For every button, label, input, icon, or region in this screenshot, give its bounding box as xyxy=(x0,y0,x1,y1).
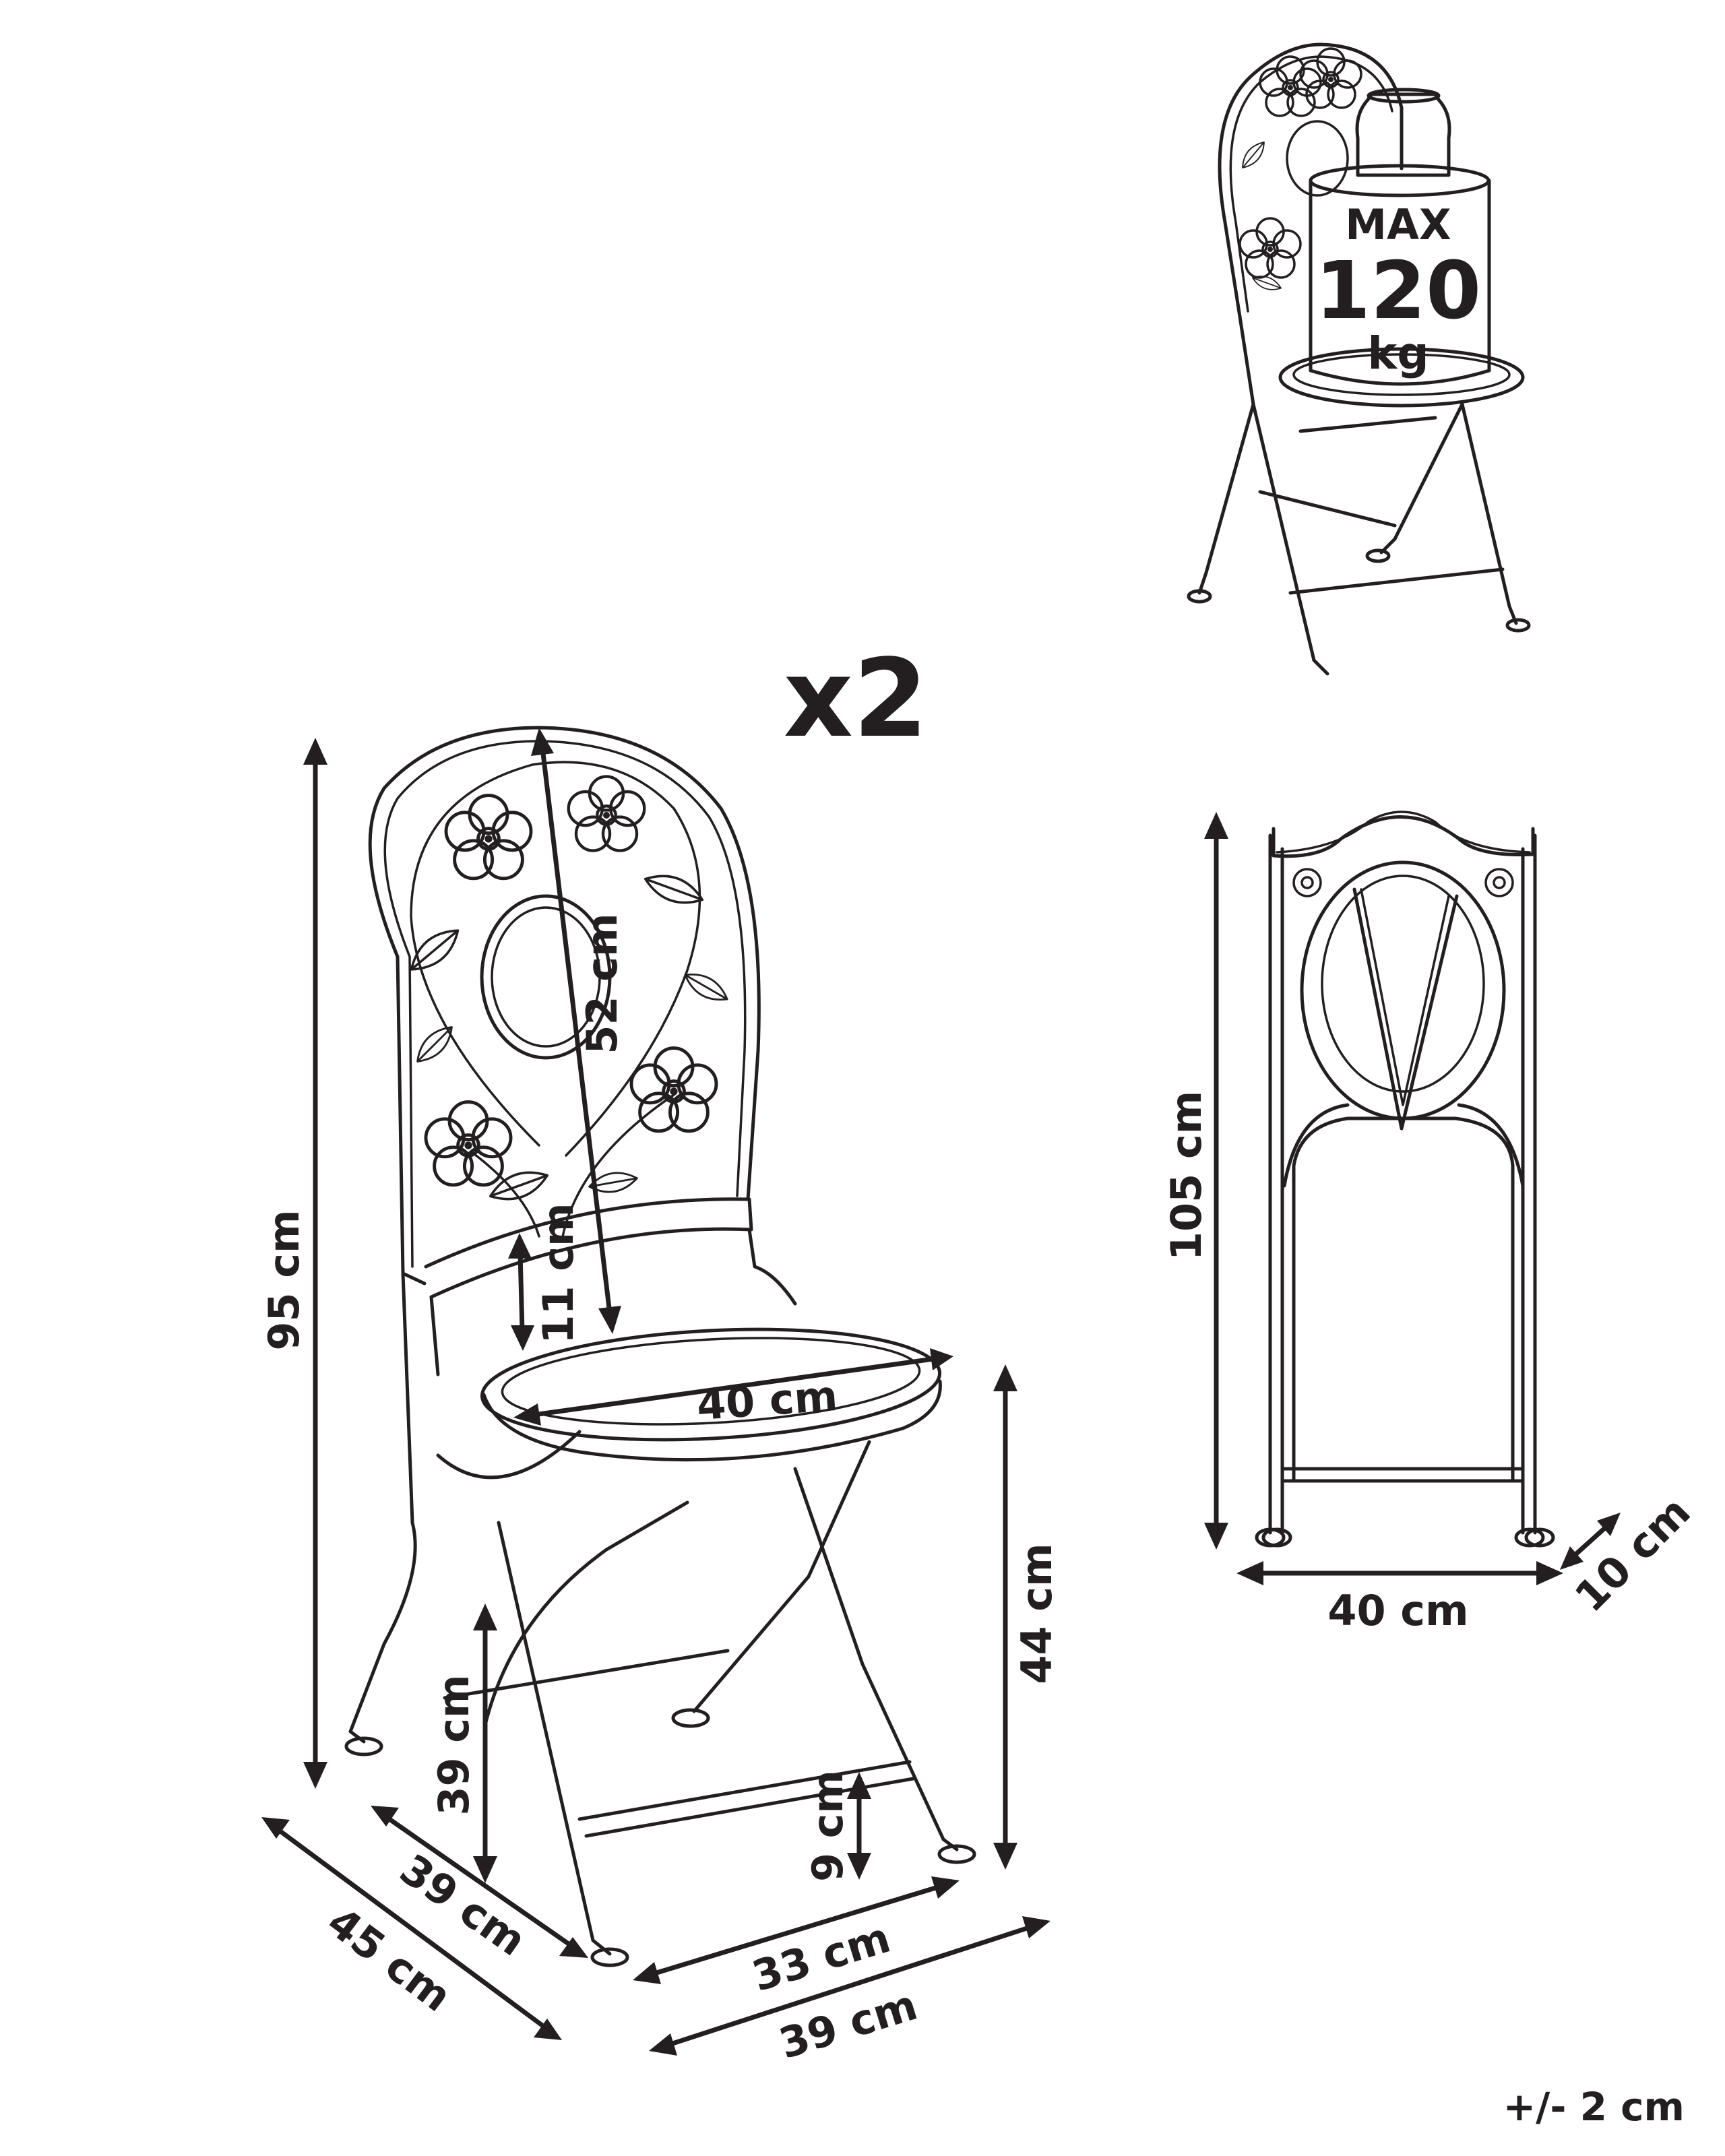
dim-folded-width: 40 cm xyxy=(1327,1586,1468,1635)
dim-folded-height: 105 cm xyxy=(1162,1091,1211,1261)
load-capacity-illustration: MAX 120 kg xyxy=(1187,42,1531,676)
dim-frame-side-height: 39 cm xyxy=(429,1674,478,1815)
dim-total-height: 95 cm xyxy=(259,1209,309,1350)
tolerance-label: +/- 2 cm xyxy=(1503,2084,1685,2130)
main-dimension-lines xyxy=(261,728,1050,2056)
load-badge-line1: MAX xyxy=(1345,200,1451,249)
dim-front-width-outer: 39 cm xyxy=(774,1980,922,2068)
load-badge-line2: 120 xyxy=(1315,244,1481,337)
quantity-label: x2 xyxy=(784,635,929,761)
dim-backrest-gap: 11 cm xyxy=(534,1203,583,1343)
load-badge-line3: kg xyxy=(1367,327,1429,379)
folded-dimension-labels: 105 cm 40 cm 10 cm xyxy=(1162,1091,1700,1635)
main-chair-drawing xyxy=(344,726,976,1967)
dim-seat-height: 44 cm xyxy=(1012,1543,1061,1684)
dim-rung-height: 9 cm xyxy=(803,1770,852,1882)
dim-seat-diameter: 40 cm xyxy=(695,1371,840,1430)
dim-front-width-inner: 33 cm xyxy=(747,1913,896,2001)
dim-backrest-height: 52 cm xyxy=(577,913,627,1054)
folded-chair-drawing xyxy=(1255,811,1555,1548)
folded-dimension-lines xyxy=(1204,812,1621,1585)
dim-folded-depth: 10 cm xyxy=(1565,1487,1700,1622)
